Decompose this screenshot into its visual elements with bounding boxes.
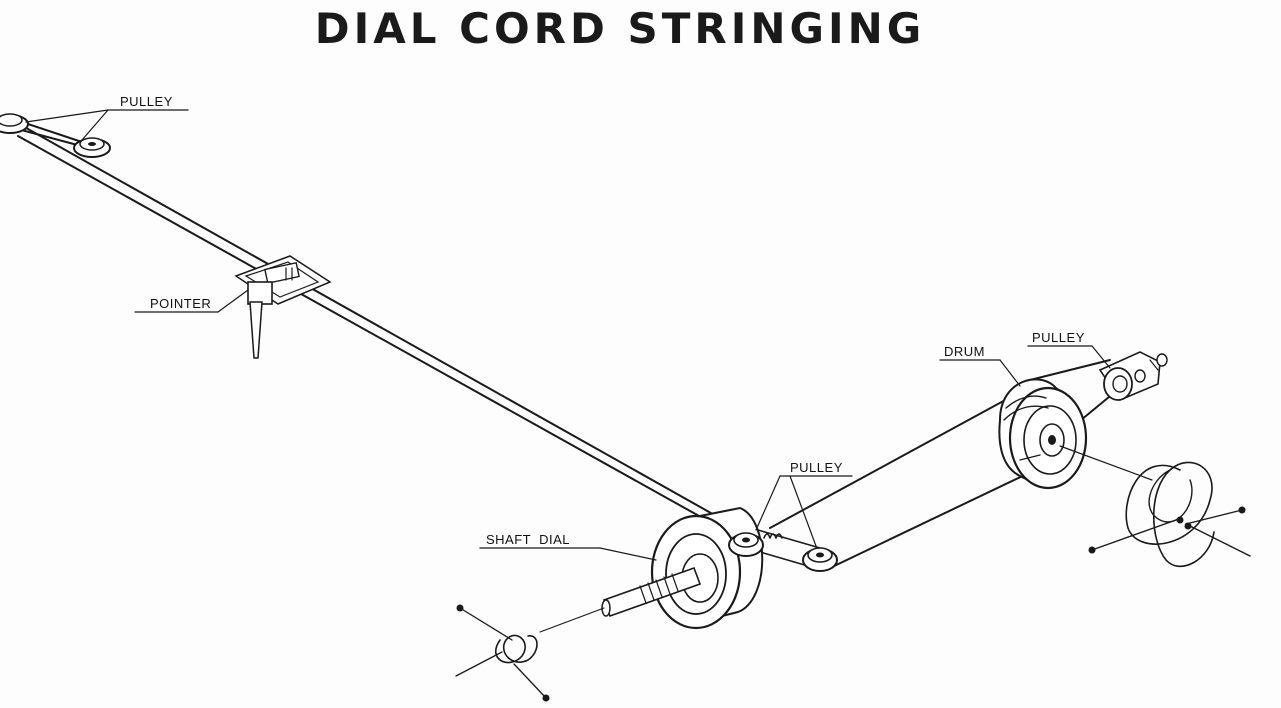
pointer [234, 255, 332, 359]
label-pulley-center: PULLEY [790, 460, 843, 475]
label-drum: DRUM [944, 344, 985, 359]
label-pulley-top-left: PULLEY [120, 94, 173, 109]
leader-lines [25, 109, 1111, 561]
shaft-dial-wheel [650, 506, 764, 630]
pulley-right [1098, 351, 1168, 401]
drum [998, 378, 1153, 490]
spring-right [1088, 461, 1251, 568]
label-pointer: POINTER [150, 296, 212, 311]
dial-cord [9, 117, 1116, 569]
label-shaft-dial: SHAFT DIAL [486, 532, 571, 547]
pulley-center [728, 532, 838, 572]
spring-left [455, 604, 550, 702]
label-pulley-right: PULLEY [1032, 330, 1085, 345]
pulley-top-left [0, 113, 111, 158]
dial-shaft [539, 566, 702, 633]
page-title: DIAL CORD STRINGING [314, 4, 926, 53]
